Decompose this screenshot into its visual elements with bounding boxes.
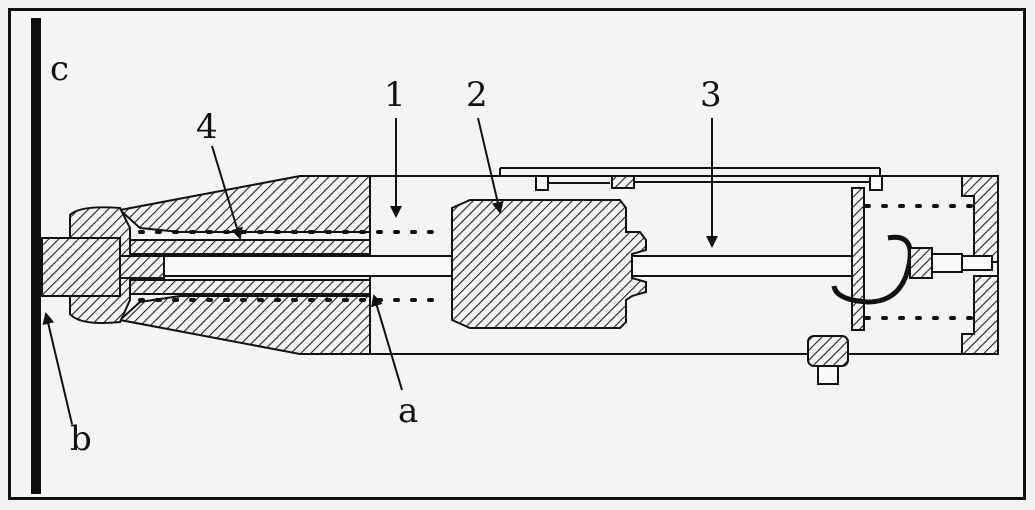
tip-plunger [41, 237, 121, 297]
arrow-a [371, 294, 403, 391]
adjust-screw [909, 247, 993, 279]
trigger-hook [831, 234, 913, 305]
guide-tube-top [129, 239, 371, 255]
arrow-2 [477, 117, 504, 214]
hammer-mass [451, 199, 647, 329]
label-a: a [398, 391, 418, 431]
guide-tube-bottom [129, 279, 371, 295]
label-c: c [50, 49, 69, 89]
rear-cap-bottom [961, 275, 999, 355]
arrow-4 [211, 145, 243, 240]
label-3: 3 [700, 75, 722, 115]
label-2: 2 [466, 75, 488, 115]
rod-tip-insert [119, 255, 165, 279]
label-b: b [70, 419, 92, 459]
label-4: 4 [196, 107, 218, 147]
rear-plate [851, 187, 865, 331]
spring-dots [138, 204, 992, 320]
rear-cap-top [961, 175, 999, 263]
nose-cone-top [117, 175, 371, 233]
arrow-b [42, 312, 73, 425]
plate-c [31, 18, 41, 494]
label-1: 1 [384, 75, 406, 115]
latch-mechanism [535, 175, 883, 191]
release-button [807, 335, 849, 385]
nose-cone-bottom [117, 295, 371, 355]
